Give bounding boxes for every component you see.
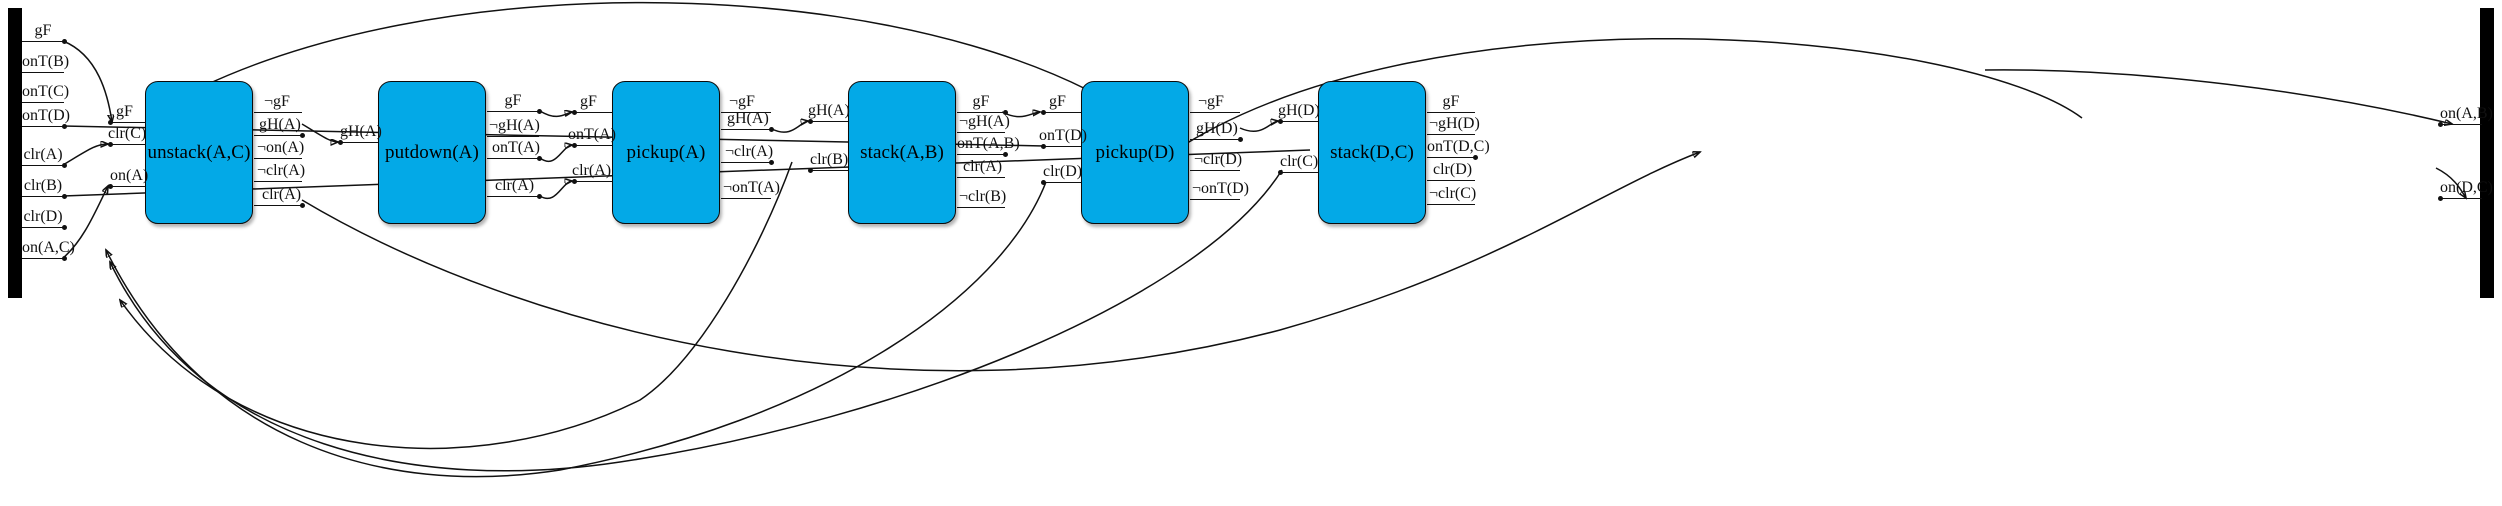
prop-label: ¬gH(A) [959, 113, 1010, 130]
prop-label: ¬clr(D) [1194, 151, 1243, 168]
prop-label: clr(A) [963, 158, 1003, 175]
prop-label: clr(B) [810, 151, 849, 168]
prop-label: ¬clr(C) [1429, 185, 1477, 202]
prop-label: onT(D) [1039, 127, 1087, 144]
prop-label: onT(A) [492, 139, 540, 156]
prop-label: ¬onT(A) [723, 179, 781, 196]
prop-label: gF [972, 93, 990, 110]
prop-label: gH(A) [808, 102, 850, 119]
prop-label: gF [116, 103, 133, 120]
prop-label: gF [34, 22, 52, 39]
action-node-putdown[interactable]: putdown(A) [378, 81, 486, 224]
action-node-pickup-a[interactable]: pickup(A) [612, 81, 720, 224]
prop-label: on(A,C) [22, 239, 75, 256]
prop-label: ¬clr(B) [959, 188, 1007, 205]
prop-label: gH(A) [340, 123, 382, 140]
prop-label: gF [580, 93, 597, 110]
prop-label: onT(D,C) [1427, 138, 1490, 155]
prop-label: clr(C) [108, 125, 147, 142]
prop-label: ¬gH(D) [1429, 115, 1480, 132]
prop-label: on(D,C) [2440, 179, 2493, 196]
prop-label: clr(A) [23, 146, 63, 163]
prop-label: clr(C) [1280, 153, 1319, 170]
prop-label: gH(A) [259, 116, 301, 133]
prop-label: onT(B) [22, 53, 70, 70]
prop-label: on(A) [110, 167, 149, 184]
prop-label: ¬clr(A) [725, 143, 774, 160]
prop-label: gH(D) [1278, 102, 1320, 119]
prop-label: ¬on(A) [257, 139, 305, 156]
prop-label: gF [504, 92, 522, 109]
action-node-stack-dc[interactable]: stack(D,C) [1318, 81, 1426, 224]
prop-label: ¬gH(A) [489, 117, 540, 134]
prop-label: ¬onT(D) [1192, 180, 1250, 197]
initial-state-bar [8, 8, 22, 298]
prop-label: ¬gF [729, 93, 755, 110]
prop-label: gH(A) [727, 110, 769, 127]
action-node-pickup-d[interactable]: pickup(D) [1081, 81, 1189, 224]
prop-label: gH(D) [1196, 120, 1238, 137]
prop-label: onT(D) [22, 107, 70, 124]
action-node-stack-ab[interactable]: stack(A,B) [848, 81, 956, 224]
prop-label: ¬gF [1198, 93, 1224, 110]
prop-label: ¬gF [264, 93, 290, 110]
prop-label: on(A,B) [2440, 105, 2493, 122]
prop-label: onT(A) [568, 126, 616, 143]
prop-label: clr(D) [1433, 161, 1473, 178]
action-node-unstack[interactable]: unstack(A,C) [145, 81, 253, 224]
prop-label: ¬clr(A) [257, 162, 306, 179]
prop-label: clr(A) [495, 177, 535, 194]
prop-label: clr(A) [262, 186, 302, 203]
prop-label: clr(A) [572, 162, 612, 179]
prop-label: gF [1442, 93, 1460, 110]
prop-label: onT(C) [22, 83, 70, 100]
prop-label: clr(B) [23, 177, 63, 194]
goal-state-bar [2480, 8, 2494, 298]
prop-label: clr(D) [23, 208, 63, 225]
prop-label: onT(A,B) [957, 135, 1020, 152]
prop-label: clr(D) [1043, 163, 1083, 180]
prop-label: gF [1049, 93, 1066, 110]
